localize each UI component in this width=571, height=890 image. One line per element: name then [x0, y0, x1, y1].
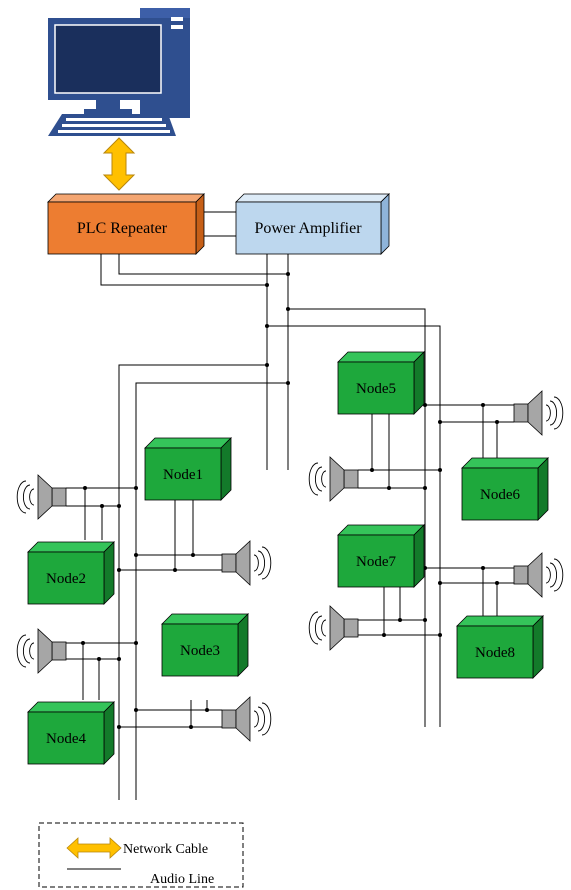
node-box-5: Node5: [337, 351, 425, 415]
legend: Network Cable Audio Line: [38, 822, 244, 888]
legend-frame: [38, 822, 244, 888]
plc-repeater-box: PLC Repeater: [47, 193, 205, 255]
node-box-8: Node8: [456, 615, 544, 679]
node-box-4: Node4: [27, 701, 115, 765]
network-cable-legend-icon: [66, 837, 122, 859]
plc-repeater-label: PLC Repeater: [77, 220, 168, 237]
node-box-2: Node2: [27, 541, 115, 605]
speaker-icon: [513, 390, 564, 436]
speaker-icon: [308, 605, 359, 651]
speaker-icon: [16, 474, 67, 520]
power-amplifier-label: Power Amplifier: [254, 220, 362, 237]
node-label-3: Node3: [180, 643, 220, 659]
junction-dots: [81, 272, 499, 729]
network-cable-arrow: [102, 137, 136, 191]
node-box-6: Node6: [461, 457, 549, 521]
node-label-1: Node1: [163, 467, 203, 483]
node-box-7: Node7: [337, 524, 425, 588]
node-box-1: Node1: [144, 437, 232, 501]
node-label-2: Node2: [46, 571, 86, 587]
node-label-6: Node6: [480, 487, 520, 503]
speaker-icon: [16, 628, 67, 674]
node-label-5: Node5: [356, 381, 396, 397]
node-label-8: Node8: [475, 645, 515, 661]
speaker-icon: [513, 552, 564, 598]
legend-audio-line: Audio Line: [150, 872, 214, 887]
node-box-3: Node3: [161, 613, 249, 677]
node-label-7: Node7: [356, 554, 396, 570]
legend-network-cable: Network Cable: [123, 842, 208, 857]
audio-wiring: [66, 211, 514, 800]
speakers-layer: [16, 390, 564, 742]
node-label-4: Node4: [46, 731, 86, 747]
computer-icon: [48, 8, 190, 136]
speaker-icon: [308, 456, 359, 502]
speaker-icon: [221, 696, 272, 742]
power-amplifier-box: Power Amplifier: [235, 193, 390, 255]
speaker-icon: [221, 540, 272, 586]
